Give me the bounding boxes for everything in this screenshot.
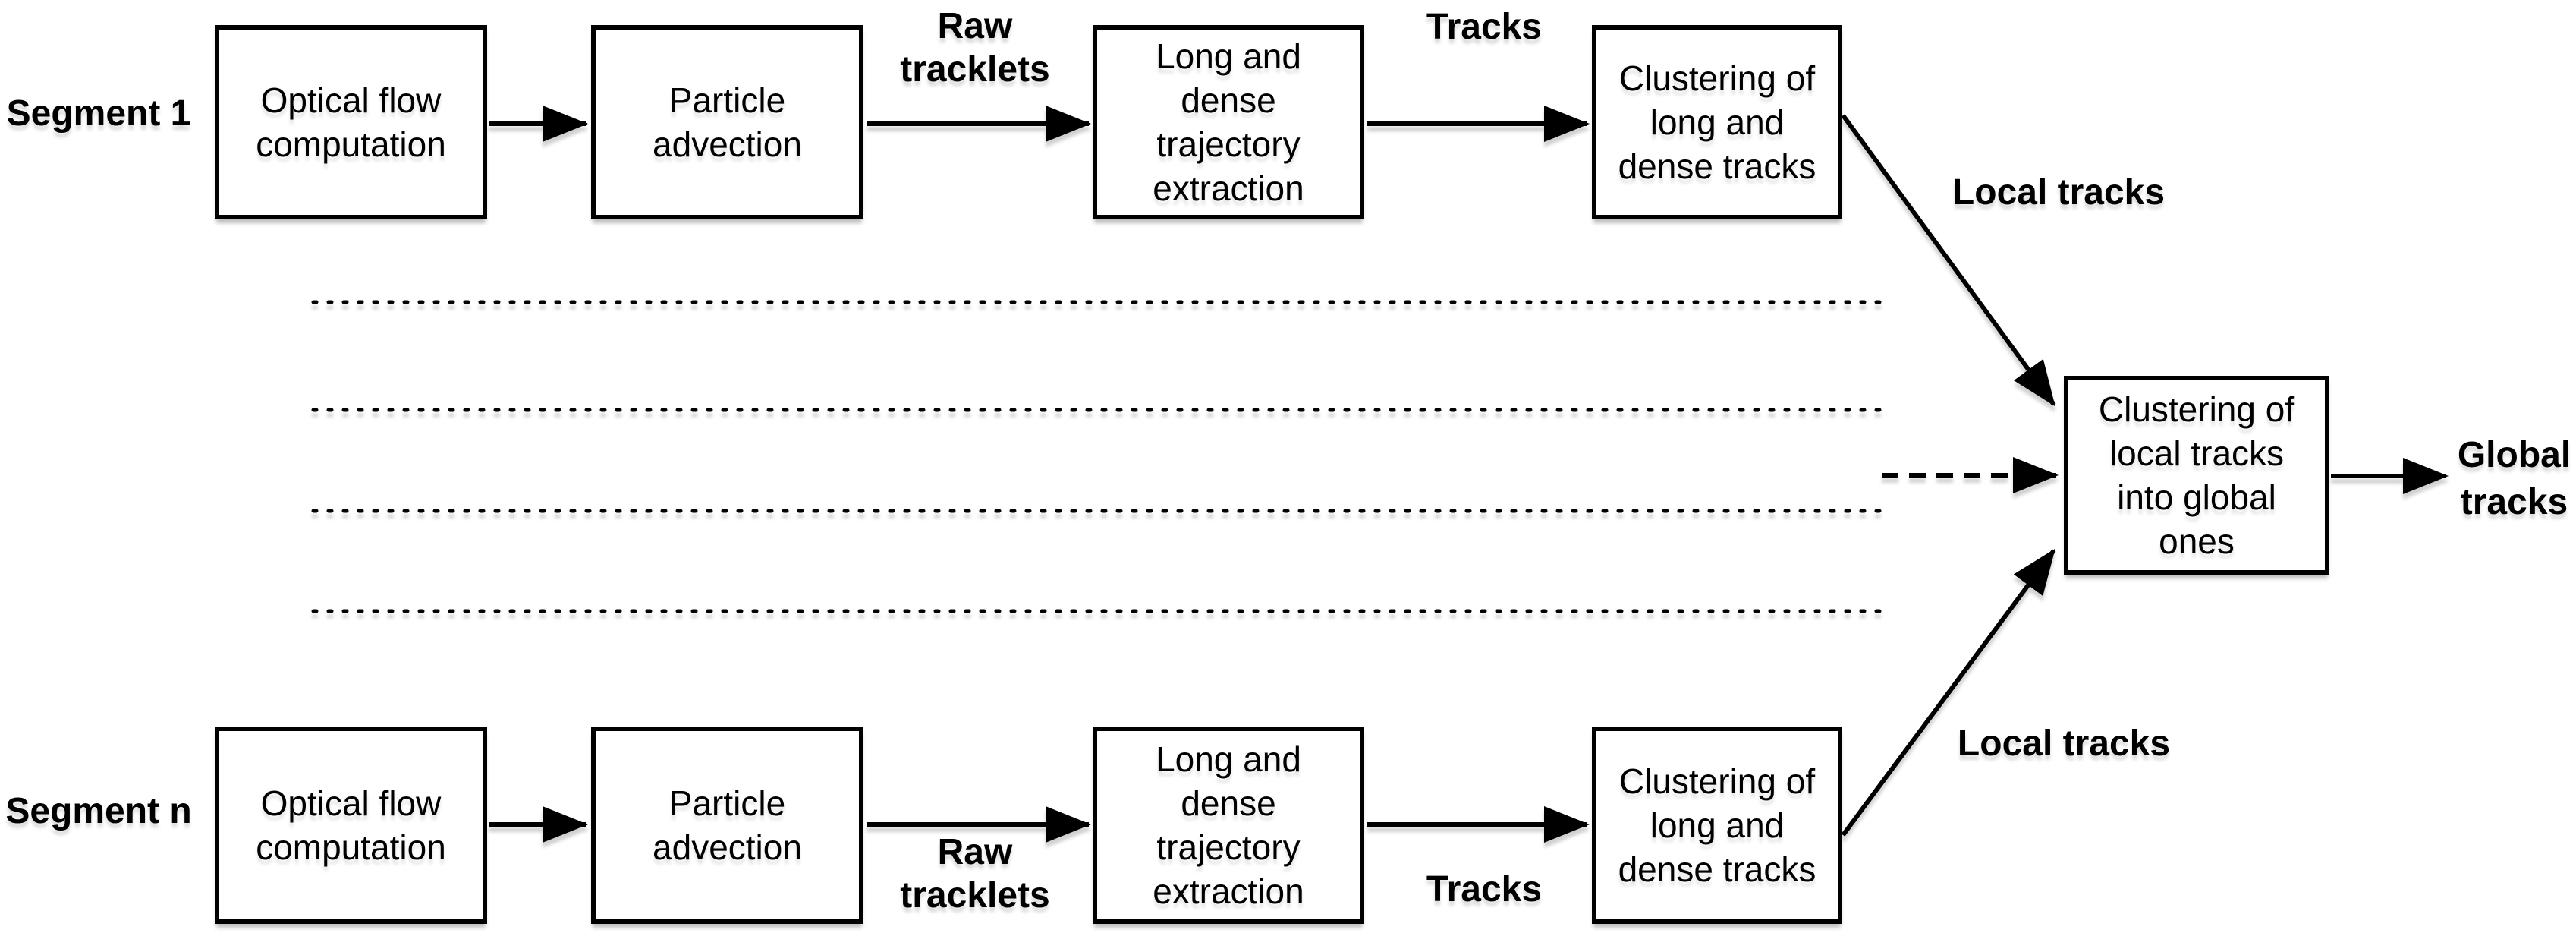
local-tracks-arrow-top xyxy=(1841,114,2056,407)
box-optical-flow-computation-s1: Optical flow computation xyxy=(215,25,487,219)
segment-n-label: Segment n xyxy=(5,791,192,831)
box-particle-advection-sn: Particle advection xyxy=(591,727,863,924)
local-tracks-label-s1: Local tracks xyxy=(1952,172,2166,213)
tracks-label-sn: Tracks xyxy=(1426,869,1543,909)
global-tracks-label: Global tracks xyxy=(2457,435,2571,522)
box-clustering-global: Clustering of local tracks into global o… xyxy=(2064,376,2329,575)
box-particle-advection-s1: Particle advection xyxy=(591,25,863,219)
raw-tracklets-label-s1: Raw tracklets xyxy=(900,6,1050,90)
segment-1-label: Segment 1 xyxy=(6,93,191,134)
local-tracks-label-sn: Local tracks xyxy=(1957,723,2171,764)
tracks-label-s1: Tracks xyxy=(1426,7,1543,47)
box-optical-flow-computation-sn: Optical flow computation xyxy=(215,727,487,924)
box-clustering-local-sn: Clustering of long and dense tracks xyxy=(1592,727,1842,924)
raw-tracklets-label-sn: Raw tracklets xyxy=(900,832,1050,916)
box-clustering-local-s1: Clustering of long and dense tracks xyxy=(1592,25,1842,219)
local-tracks-arrow-bottom xyxy=(1841,548,2056,837)
box-trajectory-extraction-sn: Long and dense trajectory extraction xyxy=(1093,727,1364,924)
box-trajectory-extraction-s1: Long and dense trajectory extraction xyxy=(1093,25,1364,219)
